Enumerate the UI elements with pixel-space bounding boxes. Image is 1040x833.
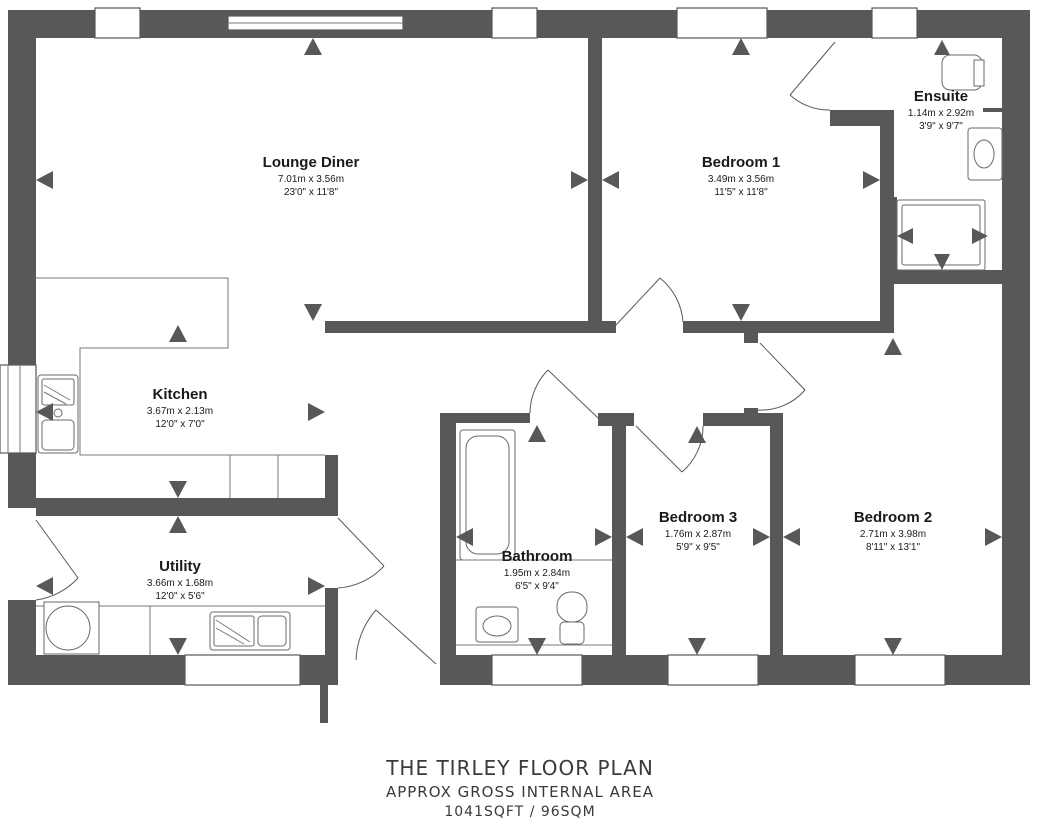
room-metric-bedroom1: 3.49m x 3.56m (708, 174, 774, 185)
room-imperial-bedroom1: 11'5" x 11'8" (714, 187, 768, 198)
room-imperial-ensuite: 3'9" x 9'7" (919, 121, 963, 132)
ensuite-fittings (896, 54, 1003, 271)
bathroom-fittings (456, 429, 612, 646)
room-name-kitchen: Kitchen (152, 386, 207, 403)
room-name-ensuite: Ensuite (914, 88, 968, 105)
room-imperial-lounge-diner: 23'0" x 11'8" (284, 187, 339, 198)
plan-title: THE TIRLEY FLOOR PLAN (386, 756, 654, 780)
kitchen-fittings (36, 277, 325, 498)
room-name-bathroom: Bathroom (502, 548, 573, 565)
room-metric-kitchen: 3.67m x 2.13m (147, 406, 213, 417)
doors (35, 41, 836, 665)
room-imperial-utility: 12'0" x 5'6" (155, 591, 205, 602)
room-name-bedroom2: Bedroom 2 (854, 509, 932, 526)
room-name-lounge-diner: Lounge Diner (263, 154, 360, 171)
area-value: 1041SQFT / 96SQM (444, 804, 596, 820)
room-imperial-bathroom: 6'5" x 9'4" (515, 581, 559, 592)
room-name-bedroom1: Bedroom 1 (702, 154, 780, 171)
room-imperial-bedroom3: 5'9" x 9'5" (676, 542, 720, 553)
room-name-bedroom3: Bedroom 3 (659, 509, 737, 526)
room-metric-lounge-diner: 7.01m x 3.56m (278, 174, 344, 185)
walls (8, 10, 1030, 723)
area-label: APPROX GROSS INTERNAL AREA (385, 783, 655, 801)
room-imperial-bedroom2: 8'11" x 13'1" (866, 542, 921, 553)
room-metric-bathroom: 1.95m x 2.84m (504, 568, 570, 579)
windows (0, 7, 946, 686)
room-imperial-kitchen: 12'0" x 7'0" (155, 419, 205, 430)
utility-fittings (36, 601, 325, 655)
room-metric-bedroom2: 2.71m x 3.98m (860, 529, 926, 540)
room-labels: Lounge Diner 7.01m x 3.56m 23'0" x 11'8"… (147, 88, 974, 602)
floor-plan: Lounge Diner 7.01m x 3.56m 23'0" x 11'8"… (0, 7, 1030, 723)
room-metric-ensuite: 1.14m x 2.92m (908, 108, 974, 119)
room-name-utility: Utility (159, 558, 201, 575)
arrows (36, 38, 1002, 655)
room-metric-bedroom3: 1.76m x 2.87m (665, 529, 731, 540)
room-metric-utility: 3.66m x 1.68m (147, 578, 213, 589)
